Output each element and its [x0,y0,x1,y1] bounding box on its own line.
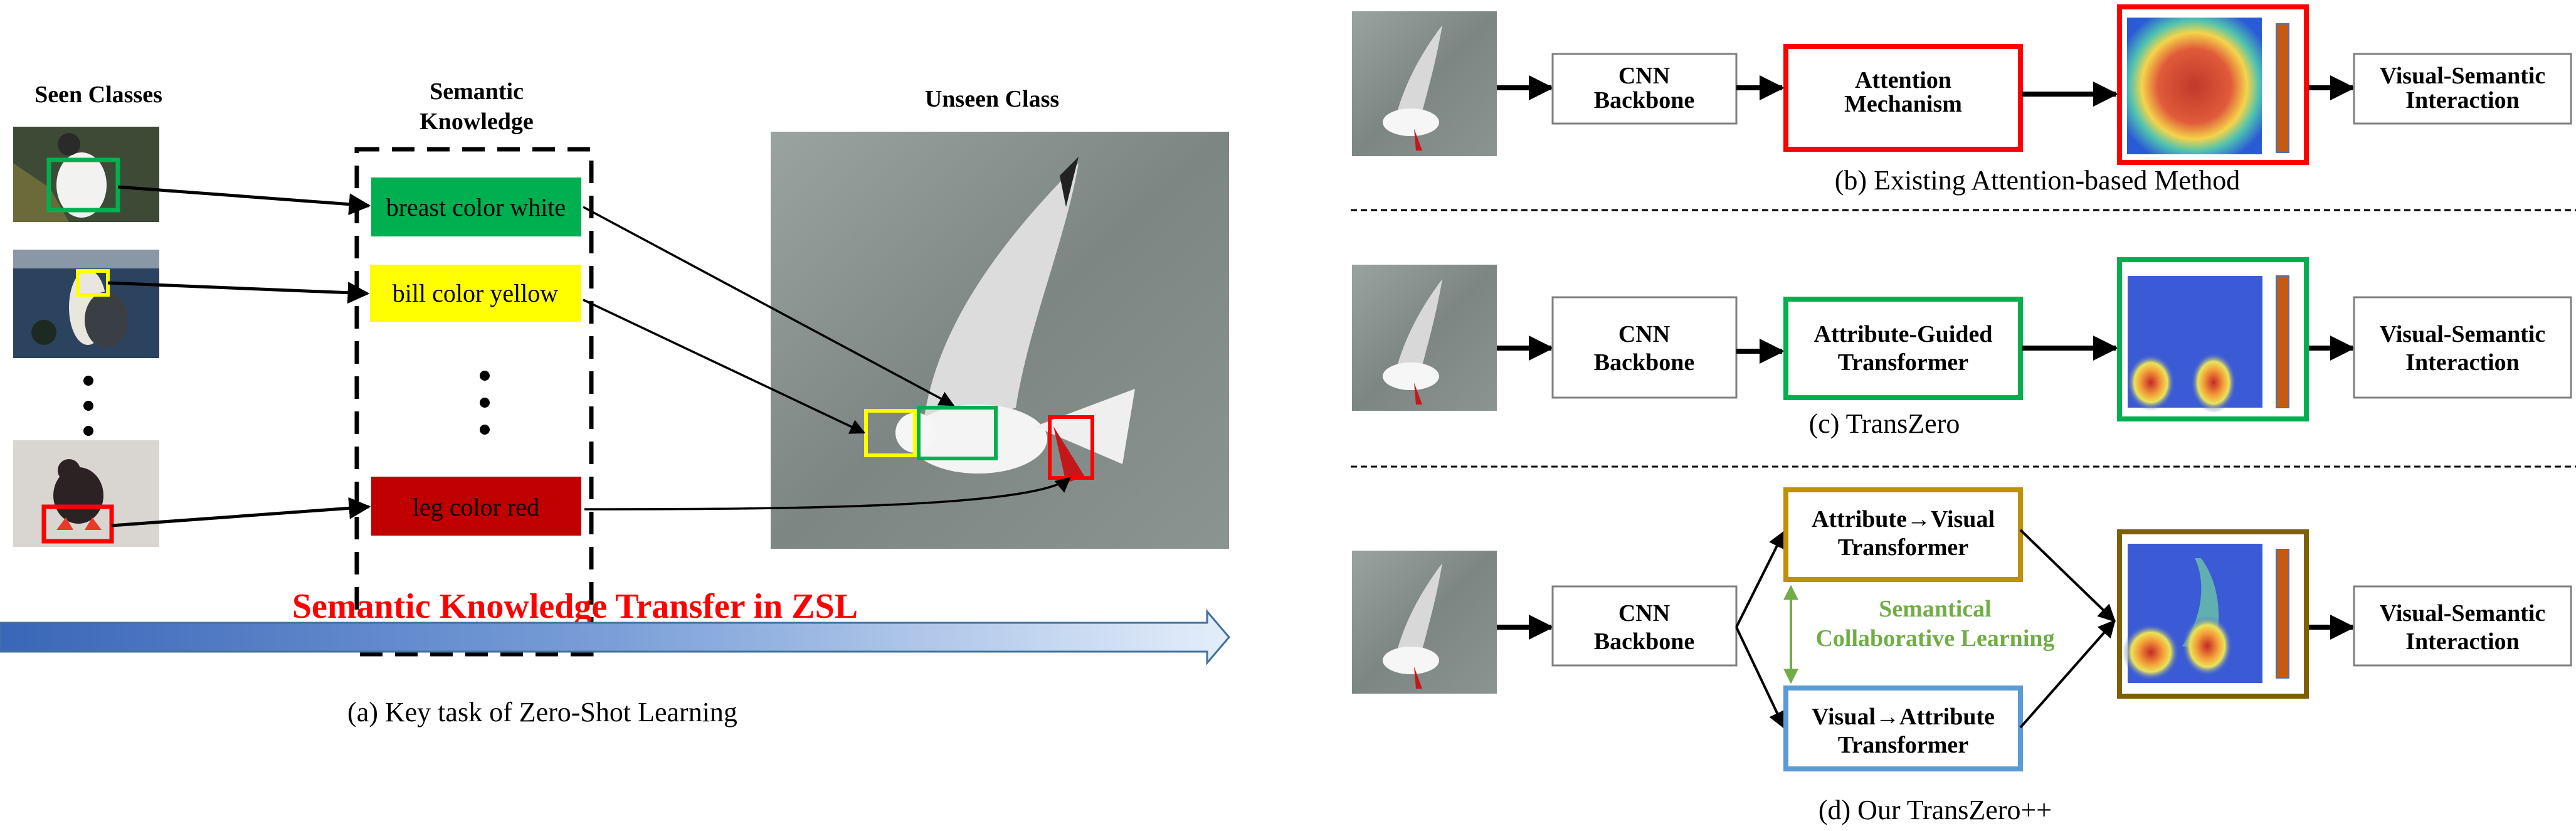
semantic-knowledge-title-2: Knowledge [420,109,534,135]
arrow-leg-to-unseen [584,477,1071,511]
attribute-label: breast color white [386,193,566,221]
panel-c: CNN Backbone Attribute-Guided Transforme… [1352,257,2572,439]
arrow-seen2-to-attr [107,281,370,304]
attribute-guided-transformer-box [1783,297,2023,400]
ellipsis-dot [83,376,93,386]
input-gull-image [1352,551,1497,694]
seen-image-guillemot [13,440,159,547]
attribute-label: leg color red [413,493,539,521]
scl-label-2: Collaborative Learning [1815,625,2054,652]
panel-b: CNN Backbone Attention Mechanism Visual-… [1352,4,2572,196]
ellipsis-dot [480,425,490,435]
arrow-bill-to-unseen [583,299,866,434]
vs-label-1: Visual-Semantic [2380,321,2546,347]
feature-vector-bar [2276,275,2289,408]
arrow-va-to-heatmap [2019,619,2116,729]
visual-semantic-box [2353,585,2572,667]
semantic-knowledge-dashed-box [354,147,594,657]
vs-label-1: Visual-Semantic [2380,63,2546,89]
vs-label-2: Interaction [2405,628,2520,655]
visual-semantic-box [2353,53,2572,125]
attribute-label: bill color yellow [393,279,559,307]
arrow-to-av [1735,530,1785,628]
vs-label-1: Visual-Semantic [2380,600,2546,627]
caption-b: (b) Existing Attention-based Method [1835,165,2240,196]
ellipsis-dot [83,426,93,436]
module-label-1: Attention [1855,67,1951,93]
panel-d: CNN Backbone Attribute→Visual Transforme… [1352,487,2572,825]
ellipsis-dot [480,371,490,381]
ellipsis-dot [83,401,93,411]
visual-attribute-transformer-box [1783,685,2023,771]
panel-a: Seen Classes [0,78,1230,728]
caption-c: (c) TransZero [1809,408,1960,439]
unseen-bill-box [864,409,917,457]
seen-classes-title: Seen Classes [34,82,162,108]
ellipsis-dot [480,398,490,408]
caption-d: (d) Our TransZero++ [1819,795,2052,825]
seen-image-auklet [13,127,159,222]
unseen-image-gull [771,132,1229,549]
cnn-label-2: Backbone [1594,87,1694,114]
arrow-to-va [1735,627,1785,729]
cnn-backbone-box [1551,296,1738,399]
module-label-2: Transformer [1838,349,1968,376]
cnn-label-2: Backbone [1594,349,1694,376]
av-label-1: Attribute→Visual [1812,506,1995,532]
module-label-1: Attribute-Guided [1814,321,1993,347]
vs-label-2: Interaction [2405,87,2520,114]
va-label-2: Transformer [1838,732,1968,758]
arrow-seen1-to-attr [117,185,371,216]
attribute-bill-color-yellow: bill color yellow [370,265,581,322]
breast-highlight-box [46,157,120,213]
module-label-2: Mechanism [1844,91,1962,117]
cnn-label-1: CNN [1618,321,1670,347]
caption-a: (a) Key task of Zero-Shot Learning [347,697,737,728]
attention-heatmap [2117,257,2309,421]
av-label-2: Transformer [1838,534,1968,561]
visual-semantic-box [2353,296,2572,399]
transfer-label: Semantic Knowledge Transfer in ZSL [292,587,858,626]
scl-label-1: Semantical [1879,596,1991,622]
unseen-breast-box [917,406,998,460]
attribute-breast-color-white: breast color white [371,177,581,236]
feature-vector-bar [2276,549,2289,679]
attention-heatmap [2117,529,2309,699]
va-label-1: Visual→Attribute [1812,704,1995,730]
input-gull-image [1352,11,1497,156]
transfer-arrow [0,608,1230,666]
arrow-breast-to-unseen [583,206,955,406]
arrow-seen3-to-attr [111,497,371,527]
feature-vector-bar [2276,23,2289,153]
input-gull-image [1352,265,1497,411]
vs-label-2: Interaction [2405,349,2520,376]
attribute-leg-color-red: leg color red [371,477,581,536]
arrow-av-to-heatmap [2019,529,2116,622]
attribute-visual-transformer-box [1783,487,2023,582]
seen-image-gull [13,250,159,358]
cnn-backbone-box [1551,53,1738,125]
attention-heatmap [2117,4,2309,165]
unseen-class-title: Unseen Class [925,86,1059,112]
attention-mechanism-box [1783,44,2023,152]
cnn-label-2: Backbone [1594,628,1694,655]
cnn-label-1: CNN [1618,600,1670,627]
cnn-backbone-box [1551,585,1738,667]
unseen-leg-box [1048,415,1094,480]
semantic-knowledge-title-1: Semantic [430,78,524,105]
cnn-label-1: CNN [1618,63,1670,89]
